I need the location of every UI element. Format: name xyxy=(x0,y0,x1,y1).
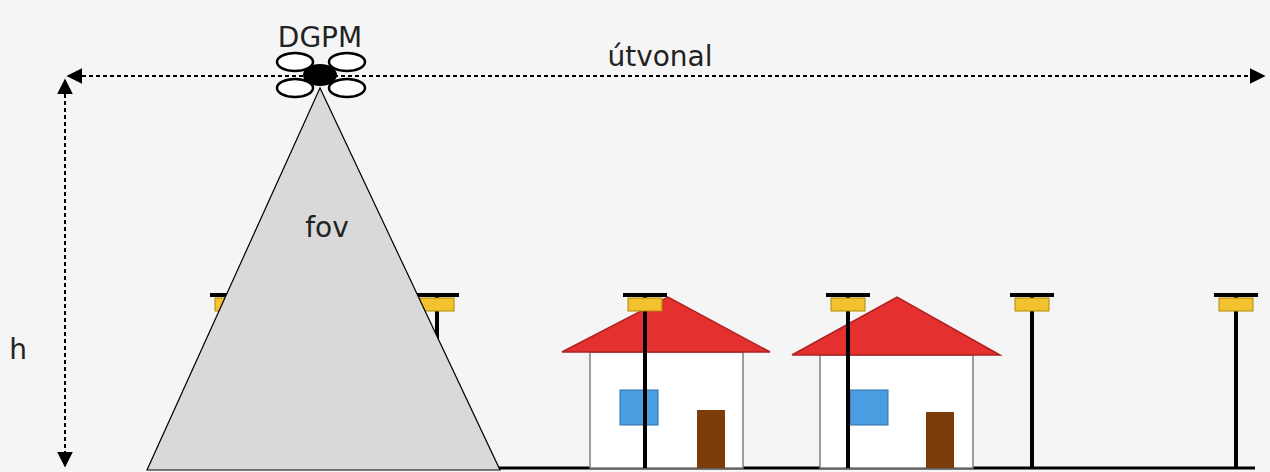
house xyxy=(562,297,770,468)
car xyxy=(230,418,339,469)
node-label: fov xyxy=(147,211,507,245)
fov-cone: fov xyxy=(147,88,500,470)
street-lamp xyxy=(210,295,254,468)
street-lamp xyxy=(826,295,870,468)
drone-node: DGPM xyxy=(260,20,380,110)
route-label: útvonal xyxy=(560,40,760,74)
route-arrow xyxy=(68,75,1264,77)
fov-triangle xyxy=(147,88,500,470)
height-arrow xyxy=(64,80,66,466)
street-lamp xyxy=(1214,295,1258,468)
street-lamp xyxy=(1010,295,1054,468)
node-label: DGPM xyxy=(260,21,380,55)
street-lamp xyxy=(415,295,459,468)
height-label: h xyxy=(0,333,36,367)
ground-line xyxy=(210,467,1255,470)
street-lamp xyxy=(623,295,667,468)
house xyxy=(792,297,1000,468)
